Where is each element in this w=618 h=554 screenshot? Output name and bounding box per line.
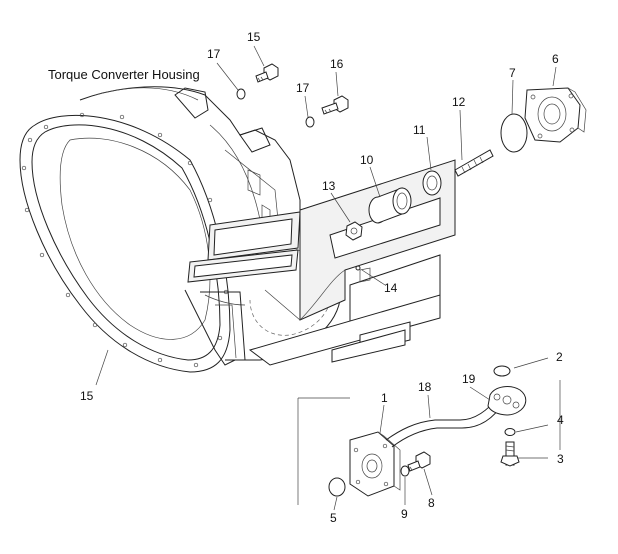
callout-12: 12 [452,95,466,109]
bolt-lower [321,95,349,115]
callout-3: 3 [557,452,564,466]
bolt-3 [500,441,520,467]
housing-title: Torque Converter Housing [48,67,200,82]
callout-13: 13 [322,179,336,193]
callout-17-upper: 17 [207,47,221,61]
washer-upper [236,88,246,100]
flange-block [349,431,401,497]
callout-16-lower: 16 [330,57,344,71]
pipe-flange [487,386,527,416]
o-ring-5 [328,477,346,497]
washer-9 [400,465,410,477]
callout-1: 1 [381,391,388,405]
callout-8: 8 [428,496,435,510]
o-ring-flange [493,365,511,377]
callout-18: 18 [418,380,432,394]
callout-14: 14 [384,281,398,295]
callout-15: 15 [80,389,94,403]
callout-2: 2 [556,350,563,364]
callout-5: 5 [330,511,337,525]
o-ring-cover [500,113,528,153]
torque-converter-housing [19,86,342,373]
drain-hole [355,265,361,271]
oil-pipe [385,397,503,448]
callout-4: 4 [557,413,564,427]
stud-bolt [454,149,494,177]
strainer-element [368,187,412,224]
nut [345,221,363,241]
callout-17-lower: 17 [296,81,310,95]
callout-6: 6 [552,52,559,66]
callout-11: 11 [413,123,426,137]
cover-plate [524,87,587,143]
washer-4 [504,428,516,436]
callout-9: 9 [401,507,408,521]
bolt-8 [407,451,431,472]
callout-16-upper: 15 [247,30,261,44]
leader-lines [95,45,557,511]
bolt-upper [255,63,279,83]
lower-assembly-frame [297,380,561,505]
seal-ring [422,170,442,196]
callout-10: 10 [360,153,374,167]
strainer-cutaway [248,159,456,366]
callout-7: 7 [509,66,516,80]
washer-lower [305,116,315,128]
callout-19: 19 [462,372,476,386]
